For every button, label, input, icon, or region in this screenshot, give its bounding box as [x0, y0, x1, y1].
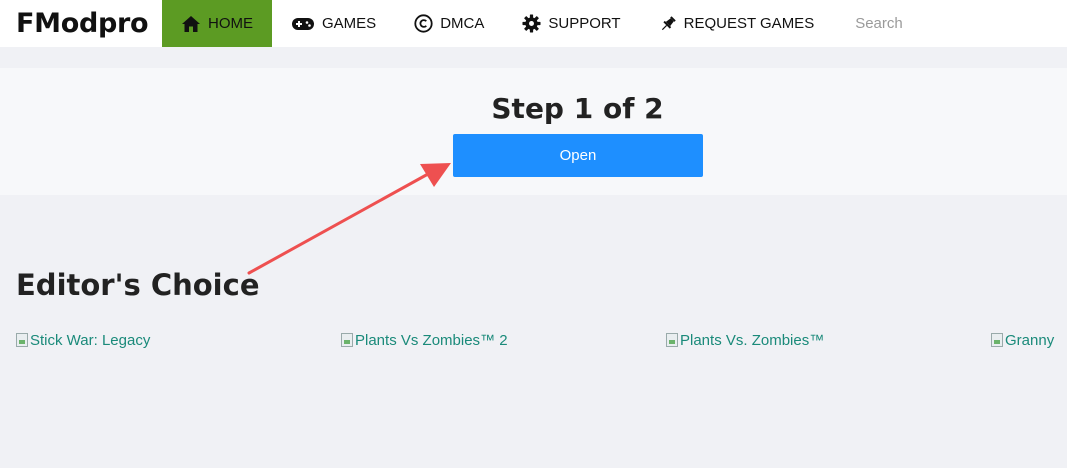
gear-icon — [522, 14, 541, 33]
nav-request-games[interactable]: REQUEST GAMES — [640, 0, 834, 47]
game-card-label: Plants Vs. Zombies™ — [680, 331, 825, 349]
nav-home[interactable]: HOME — [162, 0, 272, 47]
pin-icon — [661, 15, 676, 30]
game-card-label: Granny — [1005, 331, 1055, 349]
game-card-label: Plants Vs Zombies™ 2 — [355, 331, 508, 349]
site-header: FModpro HOME GAMES DMCA — [0, 0, 1067, 47]
broken-image-icon — [16, 333, 28, 347]
nav-dmca-label: DMCA — [440, 15, 485, 32]
gamepad-icon — [292, 17, 314, 30]
search-input[interactable] — [855, 8, 1006, 39]
main-nav: HOME GAMES DMCA — [162, 0, 833, 47]
copyright-icon — [414, 14, 433, 33]
nav-games[interactable]: GAMES — [272, 0, 395, 47]
game-card-pvz[interactable]: Plants Vs. Zombies™ — [666, 328, 824, 352]
step-title: Step 1 of 2 — [491, 92, 664, 125]
nav-games-label: GAMES — [322, 15, 377, 32]
game-card-granny[interactable]: Granny — [991, 328, 1054, 352]
game-card-stick-war[interactable]: Stick War: Legacy — [16, 328, 150, 352]
nav-home-label: HOME — [208, 15, 253, 32]
game-card-label: Stick War: Legacy — [30, 331, 151, 349]
nav-dmca[interactable]: DMCA — [395, 0, 503, 47]
open-button[interactable]: Open — [453, 134, 703, 177]
editors-choice-title: Editor's Choice — [16, 268, 260, 302]
nav-support-label: SUPPORT — [548, 15, 621, 32]
nav-request-games-label: REQUEST GAMES — [683, 15, 815, 32]
site-logo[interactable]: FModpro — [16, 8, 149, 39]
step-panel: Step 1 of 2 Open — [0, 68, 1067, 195]
game-card-pvz2[interactable]: Plants Vs Zombies™ 2 — [341, 328, 508, 352]
broken-image-icon — [666, 333, 678, 347]
home-icon — [182, 15, 200, 32]
broken-image-icon — [341, 333, 353, 347]
nav-support[interactable]: SUPPORT — [503, 0, 639, 47]
broken-image-icon — [991, 333, 1003, 347]
